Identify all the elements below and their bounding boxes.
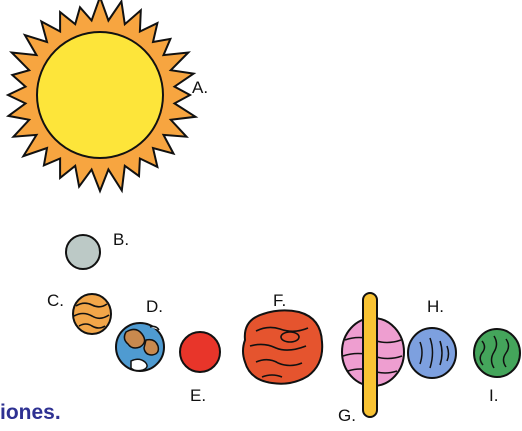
label-a: A.: [192, 79, 208, 96]
label-h: H.: [427, 298, 444, 315]
label-e: E.: [190, 387, 206, 404]
sun-core: [37, 32, 163, 158]
body-c: [73, 294, 111, 334]
label-g: G.: [338, 407, 356, 424]
label-b: B.: [113, 231, 129, 248]
label-c: C.: [47, 292, 64, 309]
body-f: [243, 310, 322, 383]
caption-text: iones.: [0, 402, 61, 423]
body-d: [116, 323, 164, 371]
body-b: [66, 235, 100, 269]
label-d: D.: [146, 298, 163, 315]
label-f: F.: [273, 292, 286, 309]
body-g-ring: [363, 293, 377, 417]
body-h: [408, 328, 456, 378]
body-e: [180, 332, 220, 372]
label-i: I.: [489, 387, 498, 404]
body-i: [474, 329, 520, 377]
body-g: [342, 293, 404, 417]
sun-drawing: [8, 0, 196, 191]
